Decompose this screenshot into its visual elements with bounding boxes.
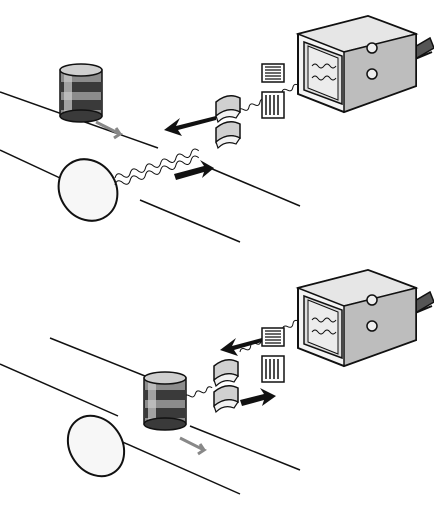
light-beam-wave [183,386,213,399]
lens-icon [213,359,239,413]
motion-arrow [179,436,207,456]
rail-line [0,363,119,417]
light-beam-wave [114,155,200,186]
rail-line [139,199,241,243]
object-cylinder-icon [59,63,103,123]
rail-line [49,337,151,379]
filter-icon [261,63,285,119]
panel-object-clear [0,269,434,495]
return-arrow-icon [240,388,276,406]
rail-line [0,149,61,179]
object-cylinder-icon [143,371,187,431]
panel-object-blocking [0,15,434,243]
lens-icon [215,95,241,149]
motion-arrow [95,120,123,140]
reflector-disc [57,158,119,222]
filter-icon [261,327,285,383]
rail-line [209,167,301,207]
reflector-disc [66,414,126,478]
rail-line [189,425,301,471]
sensor-housing-icon [297,269,434,367]
light-beam-wave [114,148,200,179]
return-arrow-icon [174,160,214,180]
emit-arrow-icon [164,116,216,136]
sensor-housing-icon [297,15,434,113]
rail-line [117,439,241,495]
emit-arrow-icon [220,338,262,356]
